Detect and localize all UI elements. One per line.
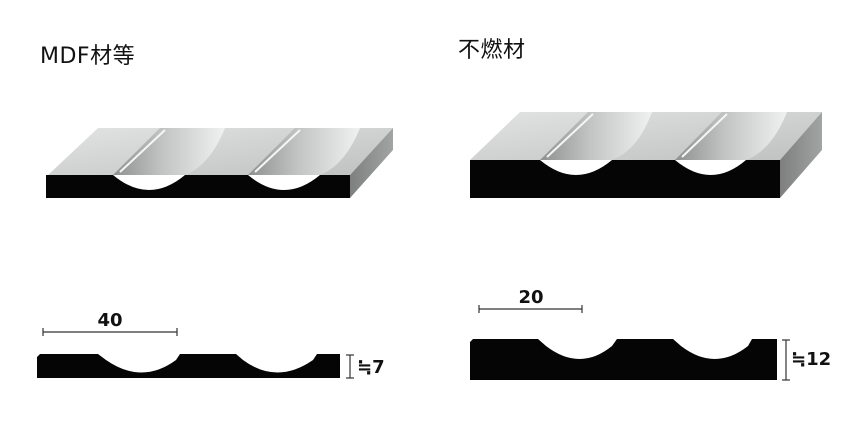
mdf-thickness-label: ≒7 — [357, 357, 385, 378]
mdf-title: MDF材等 — [40, 44, 136, 69]
mdf-thickness-dimension: ≒7 — [346, 354, 385, 379]
mdf-front-face — [46, 175, 350, 198]
nc-front-face — [470, 160, 780, 198]
nc-side-face — [780, 112, 822, 198]
noncombustible-cross-section — [470, 339, 777, 380]
mdf-side-face — [350, 128, 393, 198]
mdf-groove-1 — [113, 128, 225, 175]
nc-section-shape — [470, 339, 777, 380]
mdf-section-shape — [37, 354, 340, 378]
mdf-width-label: 40 — [97, 310, 122, 331]
nc-width-dimension: 20 — [478, 287, 583, 313]
nc-groove-1 — [540, 112, 652, 160]
nc-thickness-label: ≒12 — [791, 349, 831, 370]
mdf-groove-2 — [248, 128, 360, 175]
mdf-width-dimension: 40 — [42, 310, 178, 336]
mdf-cross-section — [37, 354, 340, 378]
nc-groove-2 — [675, 112, 787, 160]
mdf-board-3d — [46, 128, 393, 198]
noncombustible-board-3d — [470, 112, 822, 198]
nc-thickness-dimension: ≒12 — [782, 339, 831, 381]
noncombustible-title: 不燃材 — [458, 38, 526, 63]
nc-width-label: 20 — [518, 287, 543, 308]
